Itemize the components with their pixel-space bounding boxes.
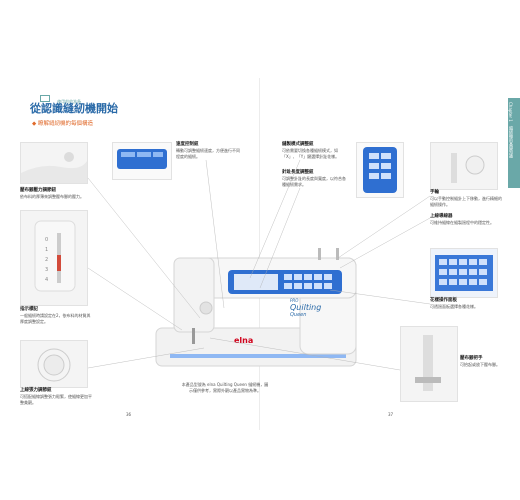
callout-lcd: 縫製模式調整鈕 可依需要切換各種縫紉模式，如「X」、「Y」鍵選擇針趾花樣。 bbox=[282, 142, 340, 159]
callout-presser-lever: 壓布腳把手 可抬起或放下壓布腳。 bbox=[460, 356, 500, 367]
svg-text:3: 3 bbox=[45, 267, 48, 273]
photo-pattern-chart bbox=[430, 248, 498, 298]
book-spread: 使用前的准备 從認識縫紉機開始 ◆ 瞭解縫紉機的每個構造 壓布腳壓力調節鈕 依布… bbox=[0, 78, 520, 430]
page-title: 從認識縫紉機開始 bbox=[30, 102, 118, 115]
photo-lcd-panel bbox=[112, 142, 172, 180]
page-number-left: 36 bbox=[126, 412, 132, 417]
callout-flywheel: 手輪 可以手動控制縫針上下移動，進行精細的縫紉操作。 bbox=[430, 190, 502, 207]
svg-text:4: 4 bbox=[45, 277, 48, 283]
breadcrumb-icon bbox=[40, 95, 50, 102]
photo-thread-spool bbox=[430, 142, 498, 190]
page-gutter bbox=[259, 78, 260, 430]
photo-dial: 0 1 2 3 4 bbox=[20, 210, 88, 306]
photo-caption: 本產品型號為 elna Quilting Queen 縫紉機，圖示僅供參考，實際… bbox=[181, 382, 269, 393]
svg-text:1: 1 bbox=[45, 247, 48, 253]
svg-text:0: 0 bbox=[45, 237, 48, 243]
callout-speed: 速度控制鈕 轉動可調整縫紉速度，方便進行不同程度的縫紉。 bbox=[176, 142, 240, 159]
callout-presser-foot: 壓布腳壓力調節鈕 依布料的厚薄來調整壓布腳的壓力。 bbox=[20, 188, 84, 199]
callout-pattern-panel: 花樣操作面板 可透過面板選擇各種花樣。 bbox=[430, 298, 478, 309]
leader-lines bbox=[87, 159, 431, 371]
callout-stitch: 針趾長度調整鈕 可調整針趾的長度與寬度，以符合各種縫紉需求。 bbox=[282, 170, 346, 187]
photo-tension-dial bbox=[20, 340, 88, 388]
machine-model-badge: PRO Quilting Queen bbox=[290, 298, 322, 318]
brand-logo: elna bbox=[234, 336, 254, 345]
photo-presser-lever bbox=[400, 326, 458, 402]
chapter-side-tab: Chapter 1 縫紉機的基礎知識 bbox=[508, 98, 520, 188]
callout-tension: 上線張力調節鈕 可搭配縫線調整張力鬆緊，使縫線更加平整美觀。 bbox=[20, 388, 92, 405]
svg-text:2: 2 bbox=[45, 257, 48, 263]
breadcrumb: 使用前的准备 bbox=[40, 88, 81, 107]
callout-indicator: 指示標記 一般縫紉時請設定在2，依布料的材質與厚度調整設定。 bbox=[20, 307, 91, 324]
sewing-machine: PRO Quilting Queen elna bbox=[150, 248, 374, 372]
photo-buttons bbox=[356, 142, 404, 198]
page-number-right: 37 bbox=[388, 412, 394, 417]
photo-top-left bbox=[20, 142, 88, 184]
diamond-icon: ◆ bbox=[32, 121, 37, 127]
page-subtitle: ◆ 瞭解縫紉機的每個構造 bbox=[32, 121, 93, 127]
callout-thread-guide: 上線導線器 可維持縫線在縫製過程中的穩定性。 bbox=[430, 214, 494, 225]
